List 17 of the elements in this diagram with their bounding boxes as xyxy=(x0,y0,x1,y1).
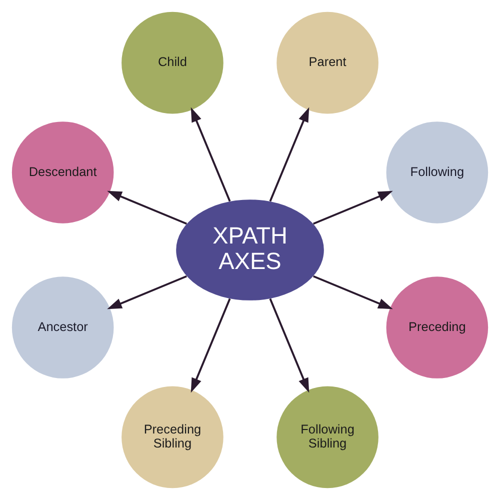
node-circle: Preceding xyxy=(386,276,488,378)
node-circle: Preceding Sibling xyxy=(122,386,224,488)
node-ellipse: XPATH AXES xyxy=(176,200,324,300)
node-circle: Following Sibling xyxy=(276,386,378,488)
arrow xyxy=(313,275,393,310)
arrow xyxy=(269,107,310,202)
arrow xyxy=(107,275,187,310)
node-circle: Child xyxy=(122,12,224,114)
node-circle: Descendant xyxy=(12,122,114,224)
arrow xyxy=(107,190,187,225)
node-circle: Following xyxy=(386,122,488,224)
arrow xyxy=(269,298,310,393)
node-circle: Parent xyxy=(276,12,378,114)
arrow xyxy=(190,107,231,202)
node-circle: Ancestor xyxy=(12,276,114,378)
arrow xyxy=(313,190,393,225)
arrow xyxy=(190,298,231,393)
